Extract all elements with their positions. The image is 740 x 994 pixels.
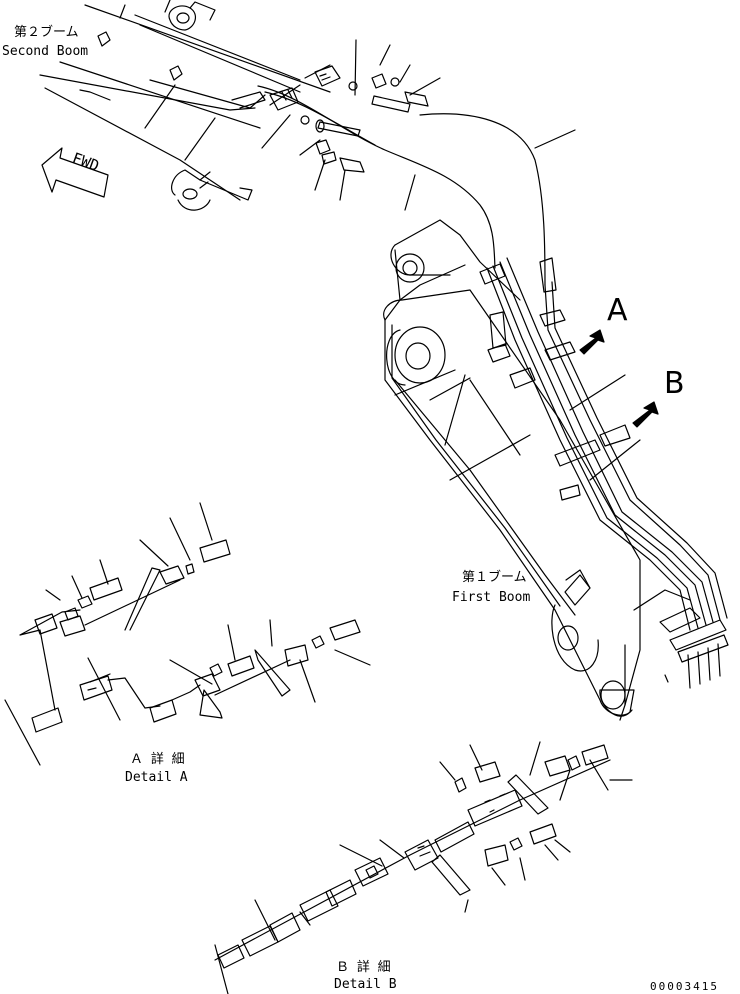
first-boom-label-en: First Boom — [452, 590, 531, 605]
detail-b-label-jp: Ｂ 詳 細 — [336, 960, 391, 975]
pin-bolt-group-upper — [261, 39, 441, 201]
detail-b-label-en: Detail B — [334, 977, 397, 992]
connector-block — [269, 65, 358, 125]
first-boom-label-jp: 第１ブーム — [462, 570, 527, 585]
leader-lines-boom — [394, 129, 641, 481]
tube-clamps — [479, 257, 729, 689]
drawing-number: 00003415 — [650, 980, 719, 993]
detail-b — [214, 741, 633, 994]
callout-a: A — [607, 293, 628, 328]
second-boom — [39, 0, 331, 211]
detail-a-label-en: Detail A — [125, 770, 188, 785]
second-boom-label-en: Second Boom — [2, 44, 89, 59]
callout-b: B — [664, 366, 685, 401]
callout-arrows — [579, 329, 659, 428]
hose-routing — [257, 64, 546, 286]
fwd-arrow — [41, 147, 109, 198]
first-boom — [383, 219, 691, 721]
boom-tubes — [486, 257, 728, 631]
detail-a-label-jp: Ａ 詳 細 — [130, 752, 185, 767]
detail-a — [4, 502, 371, 766]
second-boom-label-jp: 第２ブーム — [14, 25, 79, 40]
